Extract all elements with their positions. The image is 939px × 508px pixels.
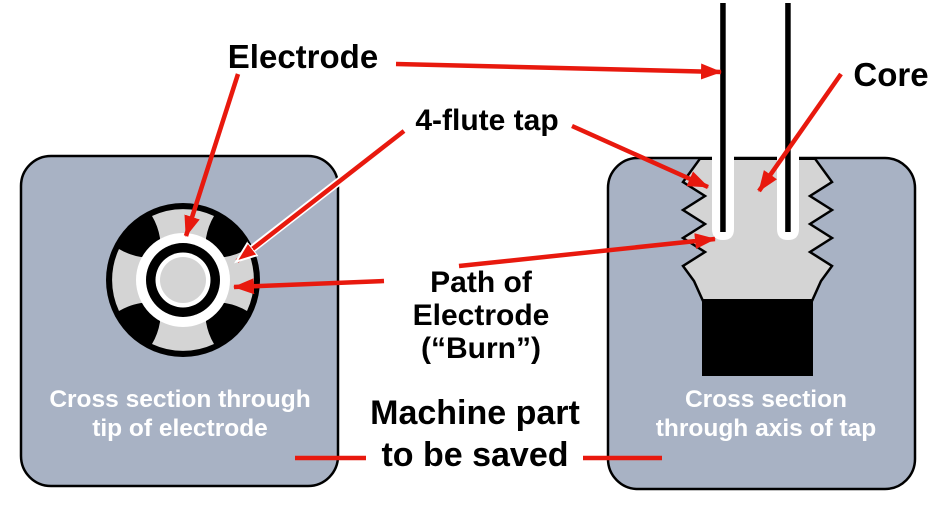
path-of-electrode-label-line2: Electrode	[413, 299, 550, 332]
tap-core-disc	[160, 257, 206, 303]
electrode-tip-cross-section	[106, 203, 260, 357]
arrow-tap-to-tip-section	[237, 129, 406, 261]
path-of-electrode-label-line3: (“Burn”)	[421, 332, 541, 365]
annotation-arrows	[183, 61, 843, 461]
arrow-tap-to-threaded-body	[571, 123, 709, 190]
arrow-electrode-to-tip-section	[183, 73, 241, 237]
arrow-core	[757, 72, 843, 193]
electrode-wire-left	[720, 3, 726, 232]
electrode-label: Electrode	[228, 38, 378, 75]
electrode-wire-right	[785, 3, 791, 232]
arrow-electrode-to-wire	[395, 61, 722, 80]
left-panel: Cross section through tip of electrode	[19, 154, 340, 488]
arrow-burn-to-tip-section	[233, 278, 385, 295]
tap-threaded-body	[680, 157, 835, 303]
left-caption-line2: tip of electrode	[92, 415, 268, 442]
arrow-burn-to-channel	[458, 233, 716, 269]
core-label: Core	[853, 56, 928, 93]
left-caption-line1: Cross section through	[49, 386, 310, 413]
tap-shank-black	[702, 299, 813, 376]
right-caption-line1: Cross section	[685, 386, 847, 413]
four-flute-tap-label: 4-flute tap	[415, 104, 558, 137]
annotation-labels: Electrode 4-flute tap Core Path of Elect…	[228, 38, 929, 474]
right-caption-line2: through axis of tap	[656, 415, 877, 442]
machine-part-label-line2: to be saved	[381, 436, 568, 474]
machine-part-label-line1: Machine part	[370, 394, 580, 432]
path-of-electrode-label-line1: Path of	[430, 266, 533, 299]
